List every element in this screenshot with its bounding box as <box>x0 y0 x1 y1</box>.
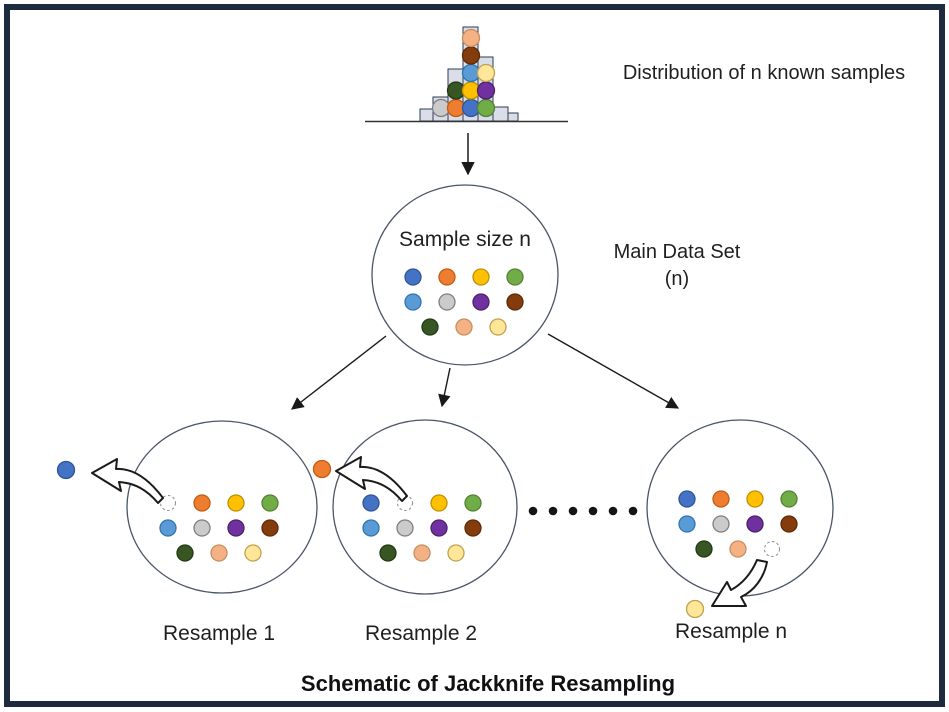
resample-dots-0 <box>159 494 279 562</box>
sample-dot-lightblue <box>159 519 177 537</box>
removed-dot-2 <box>685 599 705 619</box>
histogram-bar <box>419 108 434 122</box>
resample-1-outline <box>126 420 318 594</box>
sample-dot-cream <box>685 599 705 619</box>
sample-dot-gold <box>472 268 490 286</box>
histogram-bar <box>507 112 519 122</box>
main-dataset-circle: Sample size n <box>371 184 559 366</box>
removed-sample-arrow-2 <box>335 456 408 502</box>
sample-dot-blue <box>404 268 422 286</box>
sample-dot-green <box>261 494 279 512</box>
ellipsis-dot <box>608 506 618 516</box>
ellipsis-dot <box>568 506 578 516</box>
ellipsis-dot <box>548 506 558 516</box>
sample-dot-green <box>780 490 798 508</box>
sample-dot-darkgreen <box>176 544 194 562</box>
sample-dot-lightblue <box>678 515 696 533</box>
sample-dot-green <box>464 494 482 512</box>
sample-dot-darkgreen <box>421 318 439 336</box>
resample-dots-2 <box>678 490 798 558</box>
sample-dot-gold <box>227 494 245 512</box>
sample-dot-darkgreen <box>379 544 397 562</box>
resample-1-label: Resample 1 <box>163 622 275 645</box>
ellipsis-dots <box>528 506 638 516</box>
sample-dot-peach <box>210 544 228 562</box>
sample-dot-cream <box>447 544 465 562</box>
histogram-dots <box>431 28 496 118</box>
main-dataset-label-line1: Main Data Set <box>614 241 741 263</box>
sample-dot-orange <box>438 268 456 286</box>
mainset-to-resample1-arrow <box>291 335 387 410</box>
sample-dot-lightblue <box>362 519 380 537</box>
sample-dot-peach <box>413 544 431 562</box>
sample-dot-cream <box>489 318 507 336</box>
removed-dot-1 <box>312 459 332 479</box>
sample-dot-gold <box>430 494 448 512</box>
page-border <box>4 4 945 707</box>
sample-dot-orange <box>193 494 211 512</box>
mainset-to-resamplen-arrow <box>547 333 680 409</box>
main-dots <box>404 268 524 336</box>
removed-sample-arrow-1 <box>91 458 164 504</box>
sample-dot-orange <box>312 459 332 479</box>
sample-dot-peach <box>729 540 747 558</box>
sample-dot-purple <box>227 519 245 537</box>
sample-dot-blue <box>56 460 76 480</box>
sample-dot-purple <box>430 519 448 537</box>
ellipsis-dot <box>628 506 638 516</box>
sample-dot-green <box>476 98 496 118</box>
ellipsis-dot <box>528 506 538 516</box>
sample-dot-darkgreen <box>695 540 713 558</box>
sample-dot-peach <box>461 28 481 48</box>
main-circle-outline <box>371 184 559 366</box>
resample-2-group: Resample 2 <box>312 419 518 645</box>
sample-size-label: Sample size n <box>399 228 531 251</box>
removed-sample-placeholder <box>160 495 176 511</box>
removed-sample-arrow-n <box>711 559 768 607</box>
sample-dot-purple <box>476 81 496 100</box>
sample-dot-blue <box>362 494 380 512</box>
removed-dot-0 <box>56 460 76 480</box>
mainset-to-resample2-arrow <box>438 367 451 408</box>
sample-dot-brown <box>780 515 798 533</box>
sample-dot-green <box>506 268 524 286</box>
resample-n-outline <box>646 419 834 597</box>
removed-sample-placeholder <box>764 541 780 557</box>
sample-dot-blue <box>678 490 696 508</box>
sample-dot-brown <box>464 519 482 537</box>
main-dataset-label-line2: (n) <box>665 268 689 290</box>
resample-2-outline <box>332 419 518 595</box>
sample-dot-gray <box>193 519 211 537</box>
sample-dot-purple <box>472 293 490 311</box>
sample-dot-cream <box>244 544 262 562</box>
distribution-caption: Distribution of n known samples <box>623 62 905 84</box>
sample-dot-purple <box>746 515 764 533</box>
sample-dot-lightblue <box>404 293 422 311</box>
sample-dot-cream <box>476 63 496 83</box>
histogram-bar <box>492 106 509 122</box>
resample-1-group: Resample 1 <box>56 420 318 645</box>
sample-dot-gray <box>438 293 456 311</box>
sample-dot-orange <box>712 490 730 508</box>
sample-dot-peach <box>455 318 473 336</box>
ellipsis-dot <box>588 506 598 516</box>
resample-n-group: Resample n <box>646 419 834 643</box>
sample-dot-brown <box>461 46 481 65</box>
resample-2-label: Resample 2 <box>365 622 477 645</box>
sample-dot-gray <box>712 515 730 533</box>
histogram: Distribution of n known samples <box>365 26 905 123</box>
sample-dot-brown <box>506 293 524 311</box>
diagram-title: Schematic of Jackknife Resampling <box>301 671 675 696</box>
resample-dots-1 <box>362 494 482 562</box>
sample-dot-brown <box>261 519 279 537</box>
resample-n-label: Resample n <box>675 620 787 643</box>
sample-dot-gray <box>396 519 414 537</box>
sample-dot-gold <box>746 490 764 508</box>
